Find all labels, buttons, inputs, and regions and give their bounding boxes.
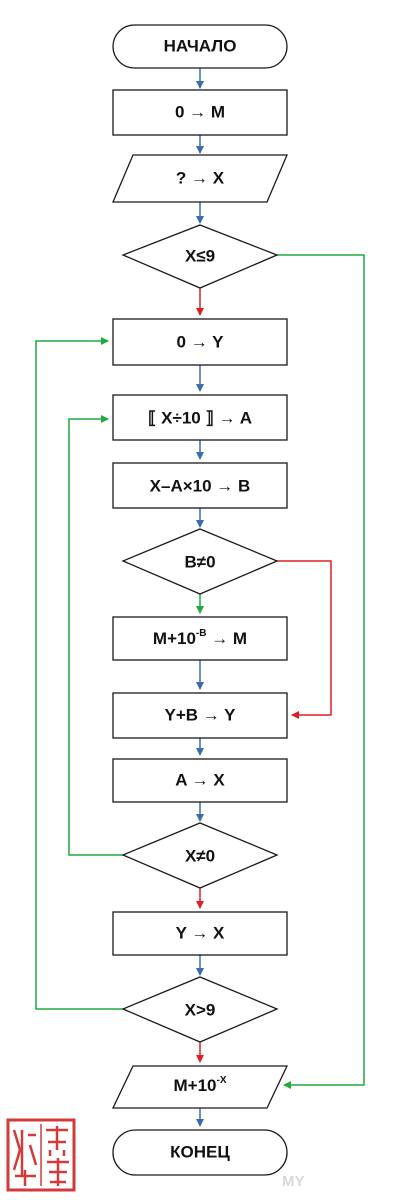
arrow-cond-gt9-true-loop — [35, 337, 123, 1010]
arrow-cond-ne0-true-loop — [68, 415, 123, 856]
process-y-to-x: Y → X — [112, 911, 288, 956]
seal-stamp — [6, 1118, 76, 1192]
cond-b-ne-0-label: B≠0 — [184, 552, 215, 571]
end-terminal: КОНЕЦ — [112, 1129, 288, 1176]
process-update-m: M+10-B → M — [112, 616, 288, 661]
process-init-m: 0 → M — [112, 89, 288, 136]
decision-x-ne-0: X≠0 — [121, 822, 279, 889]
y-to-x-label: Y → X — [176, 923, 225, 942]
init-y-label: 0 → Y — [177, 332, 225, 351]
process-update-y: Y+B → Y — [112, 692, 288, 739]
process-init-y: 0 → Y — [112, 318, 288, 366]
watermark: MY — [282, 1173, 305, 1190]
decision-b-ne-0: B≠0 — [121, 528, 279, 595]
div-a-label: ⟦ X÷10 ⟧ → A — [148, 408, 252, 427]
update-m-label: M+10-B → M — [153, 628, 247, 649]
decision-x-le-9: X≤9 — [121, 224, 279, 289]
output-exponent: -X — [217, 1075, 227, 1086]
output-result: M+10-X — [111, 1065, 289, 1109]
output-label: M+10-X — [174, 1075, 227, 1096]
update-m-suffix: → M — [206, 629, 247, 648]
start-terminal: НАЧАЛО — [112, 24, 288, 69]
update-m-prefix: M+10 — [153, 629, 196, 648]
init-m-label: 0 → M — [175, 102, 225, 121]
end-label: КОНЕЦ — [170, 1142, 230, 1161]
connectors — [35, 68, 365, 1127]
calc-b-label: X–A×10 → B — [150, 476, 251, 495]
a-to-x-label: A → X — [175, 770, 225, 789]
output-prefix: M+10 — [174, 1076, 217, 1095]
cond-x-le-9-label: X≤9 — [185, 246, 215, 265]
update-y-label: Y+B → Y — [164, 705, 236, 724]
process-a-to-x: A → X — [112, 758, 288, 803]
process-div-a: ⟦ X÷10 ⟧ → A — [112, 394, 288, 441]
cond-x-ne-0-label: X≠0 — [185, 846, 215, 865]
cond-x-gt-9-label: X>9 — [185, 1000, 216, 1019]
input-x: ? → X — [112, 154, 288, 203]
decision-x-gt-9: X>9 — [121, 976, 279, 1043]
arrow-cond-b-false — [277, 560, 332, 719]
process-calc-b: X–A×10 → B — [112, 462, 288, 509]
update-m-exponent: -B — [196, 628, 207, 639]
input-x-label: ? → X — [176, 168, 225, 187]
start-label: НАЧАЛО — [164, 36, 237, 55]
arrow-cond-le9-true — [277, 254, 365, 1089]
